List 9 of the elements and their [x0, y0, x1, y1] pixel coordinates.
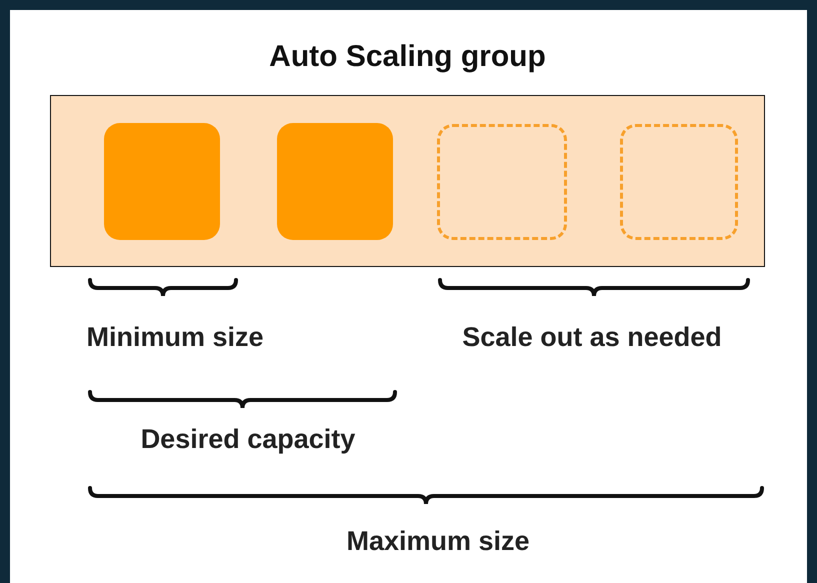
bracket-label: Scale out as needed	[462, 322, 722, 353]
bracket-label: Minimum size	[86, 322, 264, 353]
bracket-label: Maximum size	[346, 526, 530, 557]
instance	[104, 123, 220, 240]
bracket-label: Desired capacity	[140, 424, 356, 455]
instance	[277, 123, 393, 240]
group-title: Auto Scaling group	[268, 40, 547, 74]
pending-instance	[620, 124, 738, 240]
pending-instance	[437, 124, 567, 240]
